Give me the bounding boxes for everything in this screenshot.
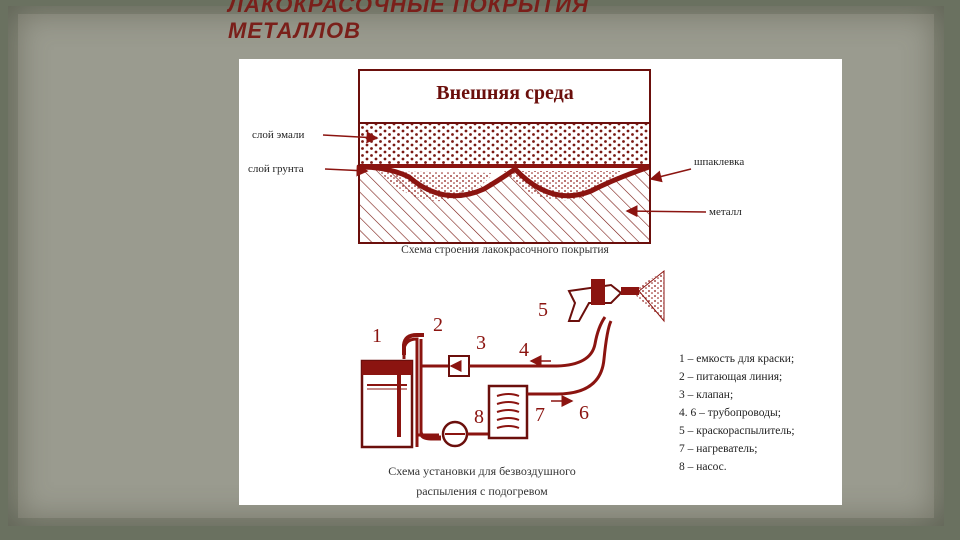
spray-nozzle bbox=[621, 287, 639, 295]
spray-fan bbox=[631, 271, 664, 321]
layer-diagram: Внешняя среда слой эмали слой грунта шпа… bbox=[248, 69, 744, 256]
heater-coil bbox=[496, 393, 520, 429]
enamel-label: слой эмали bbox=[252, 129, 304, 141]
primer-layer bbox=[359, 164, 650, 199]
layers-caption: Схема строения лакокрасочного покрытия bbox=[401, 244, 609, 256]
num-3: 3 bbox=[476, 332, 486, 354]
legend-item: 8 – насос. bbox=[679, 461, 727, 473]
num-7: 7 bbox=[535, 404, 545, 426]
enamel-pointer bbox=[322, 131, 379, 144]
tank-suction-pipe bbox=[397, 371, 401, 437]
metal-layer bbox=[360, 168, 649, 242]
metal-pointer bbox=[625, 205, 707, 218]
num-4: 4 bbox=[519, 339, 529, 361]
slide-title-line1: ЛАКОКРАСОЧНЫЕ ПОКРЫТИЯ bbox=[228, 0, 590, 17]
diagram-svg: Внешняя среда слой эмали слой грунта шпа… bbox=[248, 69, 795, 498]
pipeline-4-upper bbox=[556, 316, 607, 368]
primer-label: слой грунта bbox=[248, 163, 304, 175]
metal-label: металл bbox=[709, 206, 742, 218]
legend-item: 5 – краскораспылитель; bbox=[679, 425, 795, 437]
feed-line bbox=[419, 339, 441, 439]
install-caption-line1: Схема установки для безвоздушного bbox=[388, 464, 576, 478]
install-diagram bbox=[360, 269, 665, 449]
num-5: 5 bbox=[538, 299, 548, 321]
primer-pointer bbox=[324, 164, 369, 177]
feed-line-top bbox=[402, 333, 424, 355]
num-2: 2 bbox=[433, 314, 443, 336]
install-legend: 1 – емкость для краски; 2 – питающая лин… bbox=[679, 353, 795, 473]
slide-title: ЛАКОКРАСОЧНЫЕ ПОКРЫТИЯ МЕТАЛЛОВ bbox=[228, 0, 589, 44]
putty-fill-right bbox=[504, 171, 621, 201]
legend-item: 7 – нагреватель; bbox=[679, 443, 757, 455]
putty-pointer bbox=[649, 168, 692, 183]
spray-cone bbox=[638, 269, 665, 323]
pipeline-6 bbox=[527, 320, 613, 396]
legend-item: 3 – клапан; bbox=[679, 389, 733, 401]
install-caption-line2: распыления с подогревом bbox=[416, 484, 548, 498]
pump-inlet bbox=[419, 429, 441, 441]
legend-item: 4. 6 – трубопроводы; bbox=[679, 407, 781, 419]
spray-gun-body bbox=[591, 279, 605, 305]
putty-label: шпаклевка bbox=[694, 156, 744, 168]
layer-frame bbox=[358, 69, 651, 244]
outer-env-label: Внешняя среда bbox=[436, 82, 574, 104]
num-8: 8 bbox=[474, 406, 484, 428]
paint-tank-top bbox=[362, 361, 412, 375]
enamel-layer bbox=[360, 124, 649, 164]
num-6: 6 bbox=[579, 402, 589, 424]
diagram-figure: Внешняя среда слой эмали слой грунта шпа… bbox=[239, 59, 842, 505]
legend-item: 2 – питающая линия; bbox=[679, 371, 782, 383]
slide-title-line2: МЕТАЛЛОВ bbox=[228, 18, 361, 43]
num-1: 1 bbox=[372, 325, 382, 347]
legend-item: 1 – емкость для краски; bbox=[679, 353, 794, 365]
